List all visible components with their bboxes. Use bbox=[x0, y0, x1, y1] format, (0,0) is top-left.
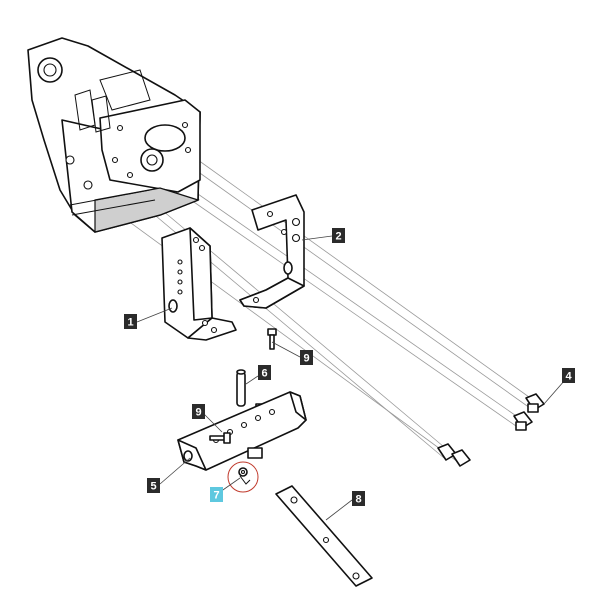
svg-text:5: 5 bbox=[150, 481, 156, 493]
svg-text:8: 8 bbox=[355, 494, 361, 506]
svg-text:4: 4 bbox=[565, 371, 572, 383]
svg-text:9: 9 bbox=[195, 407, 201, 419]
svg-text:6: 6 bbox=[261, 368, 267, 380]
hitch-bracket bbox=[177, 391, 307, 471]
svg-text:9: 9 bbox=[303, 353, 309, 365]
svg-text:7: 7 bbox=[213, 490, 219, 502]
bolts-pair bbox=[437, 443, 471, 467]
callout-2: 2 bbox=[332, 228, 345, 243]
callout-5: 5 bbox=[147, 478, 160, 493]
callout-4: 4 bbox=[562, 368, 575, 383]
callout-8: 8 bbox=[352, 491, 365, 506]
svg-text:1: 1 bbox=[127, 317, 133, 329]
bolt-hitch bbox=[209, 432, 231, 444]
bolts-right bbox=[513, 393, 545, 431]
callout-9-upper: 9 bbox=[300, 350, 313, 365]
clip bbox=[227, 461, 259, 493]
drawbar bbox=[275, 485, 373, 587]
bracket-left bbox=[161, 227, 237, 341]
pin bbox=[236, 369, 246, 407]
callout-1: 1 bbox=[124, 314, 137, 329]
bracket-right bbox=[239, 194, 305, 309]
leader-lines bbox=[136, 235, 566, 521]
gearbox-housing bbox=[27, 37, 201, 233]
callout-6: 6 bbox=[258, 365, 271, 380]
svg-text:2: 2 bbox=[335, 231, 341, 243]
bolt-upper bbox=[267, 328, 277, 350]
callout-9-lower: 9 bbox=[192, 404, 205, 419]
callout-7[interactable]: 7 bbox=[210, 487, 223, 502]
